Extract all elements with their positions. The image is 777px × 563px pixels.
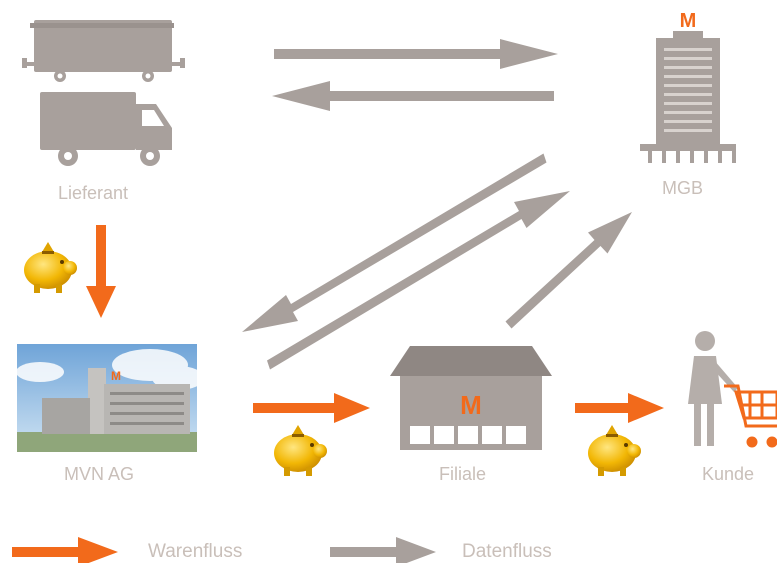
truck-icon (40, 92, 172, 166)
building-icon: M (640, 10, 736, 163)
supplier-label: Lieferant (58, 183, 129, 203)
legend-data-label: Datenfluss (462, 541, 552, 562)
data-arrow-hq-to-supplier (272, 81, 554, 111)
data-arrow-supplier-to-hq (274, 39, 558, 69)
shopping-cart-icon (724, 384, 777, 448)
person-icon (688, 331, 738, 446)
piggy-bank-icon (274, 425, 327, 476)
legend-goods-arrow (12, 537, 118, 563)
legend-goods-label: Warenfluss (148, 541, 243, 562)
goods-arrow-store-to-customer (575, 393, 664, 423)
piggy-bank-icon (588, 425, 641, 476)
warehouse-photo: M (16, 344, 204, 452)
store-label: Filiale (439, 464, 487, 484)
data-arrow-hq-to-distribution (242, 153, 547, 332)
distribution-logo-letter: M (111, 369, 121, 383)
trailer-icon (22, 20, 185, 82)
goods-arrow-supplier-to-distribution (86, 225, 116, 318)
data-arrow-distribution-to-hq (267, 191, 570, 370)
hq-logo-letter: M (680, 10, 697, 32)
piggy-bank-icon (24, 242, 77, 293)
data-arrow-store-to-hq (505, 212, 632, 329)
goods-arrow-distribution-to-store (253, 393, 370, 423)
customer-label: Kunde (702, 464, 755, 484)
legend-data-arrow (330, 537, 436, 563)
distribution-label: MVN AG (64, 464, 135, 484)
store-logo-letter: M (460, 390, 482, 420)
hq-label: MGB (662, 178, 704, 198)
store-icon: M (390, 346, 552, 450)
